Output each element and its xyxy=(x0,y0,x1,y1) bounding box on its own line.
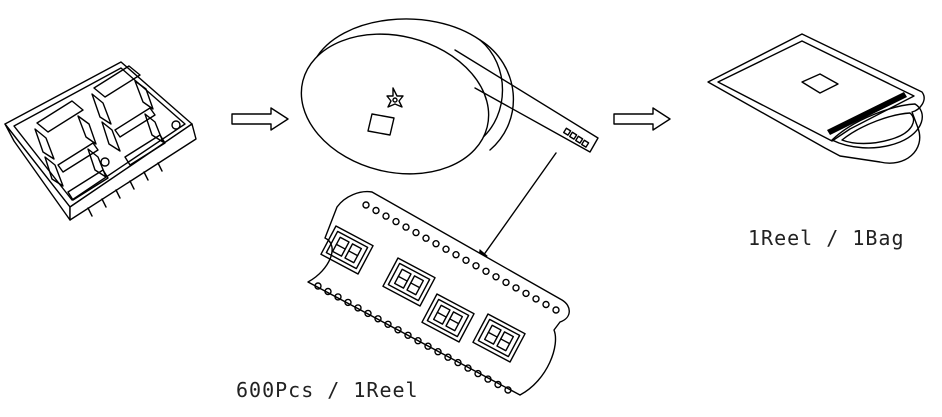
sprocket-hole xyxy=(504,386,512,394)
sprocket-hole xyxy=(392,217,400,226)
sprocket-hole xyxy=(552,306,560,314)
sprocket-hole xyxy=(424,342,432,350)
sprocket-hole xyxy=(324,287,332,296)
sprocket-hole xyxy=(462,256,470,264)
sprocket-hole xyxy=(482,267,490,275)
moisture-barrier-bag-icon xyxy=(707,33,925,164)
sprocket-hole xyxy=(364,309,372,318)
sprocket-hole xyxy=(502,278,510,287)
sprocket-hole xyxy=(314,282,322,290)
sprocket-hole xyxy=(494,380,502,389)
sprocket-hole xyxy=(362,201,370,209)
bag-quantity-label: 1Reel / 1Bag xyxy=(748,226,905,250)
sprocket-hole xyxy=(492,273,500,281)
sprocket-hole xyxy=(444,353,452,361)
tape-pocket xyxy=(421,293,475,343)
tape-pocket xyxy=(472,313,526,363)
sprocket-hole xyxy=(484,375,492,383)
sprocket-hole xyxy=(384,320,392,328)
tape-pocket xyxy=(320,225,374,275)
sprocket-hole xyxy=(452,250,460,259)
sprocket-hole xyxy=(434,348,442,356)
sprocket-hole xyxy=(542,300,550,309)
arrow-right-icon xyxy=(613,107,671,131)
sprocket-hole xyxy=(412,228,420,237)
sprocket-hole xyxy=(374,315,382,323)
sprocket-hole xyxy=(422,234,430,242)
carrier-tape-icon xyxy=(307,190,570,396)
sprocket-hole xyxy=(442,245,450,253)
sprocket-hole xyxy=(344,298,352,307)
sprocket-hole xyxy=(474,369,482,378)
leader-arrow xyxy=(477,152,557,265)
sprocket-hole xyxy=(472,262,480,270)
sprocket-hole xyxy=(532,295,540,303)
sprocket-hole xyxy=(402,223,410,231)
sprocket-hole xyxy=(454,358,462,367)
sprocket-hole xyxy=(464,364,472,372)
tape-reel-icon xyxy=(300,18,599,175)
sprocket-hole xyxy=(512,284,520,292)
sprocket-hole xyxy=(334,293,342,301)
sprocket-hole xyxy=(382,212,390,220)
sprocket-hole xyxy=(354,304,362,312)
sprocket-hole xyxy=(414,337,422,345)
sprocket-hole xyxy=(404,331,412,339)
sprocket-hole xyxy=(522,289,530,298)
sprocket-hole xyxy=(372,206,380,215)
reel-quantity-label: 600Pcs / 1Reel xyxy=(236,378,419,402)
sprocket-hole xyxy=(394,326,402,334)
tape-pocket xyxy=(382,257,436,307)
sprocket-hole xyxy=(432,239,440,248)
led-display-icon xyxy=(4,61,197,221)
arrow-right-icon xyxy=(231,107,289,131)
